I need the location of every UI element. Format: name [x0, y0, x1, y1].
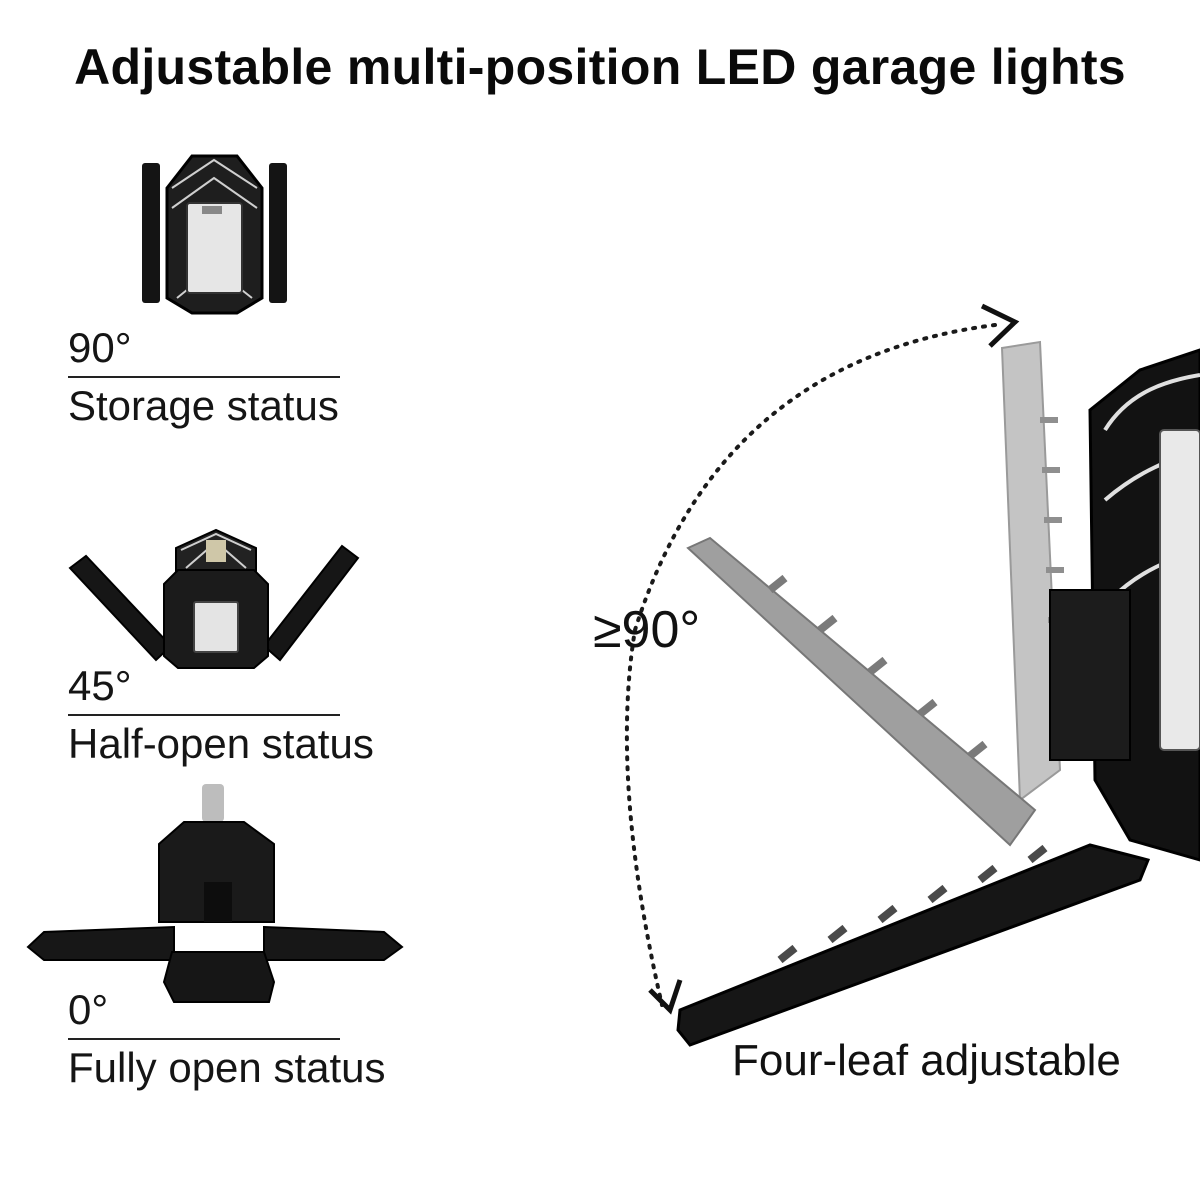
lamp-fully-open-illustration [24, 782, 406, 1008]
fully-open-divider [68, 1038, 340, 1040]
lamp-storage-illustration [132, 148, 297, 318]
fully-open-status-block: 0° Fully open status [68, 988, 386, 1092]
fully-open-status-label: Fully open status [68, 1044, 386, 1091]
half-open-divider [68, 714, 340, 716]
lamp-adjustable-illustration [570, 300, 1200, 1060]
adjustable-caption: Four-leaf adjustable [732, 1036, 1121, 1085]
half-open-angle-label: 45° [68, 662, 132, 709]
storage-divider [68, 376, 340, 378]
range-angle-label: ≥90° [593, 601, 701, 659]
half-open-status-label: Half-open status [68, 720, 374, 767]
fully-open-angle-label: 0° [68, 986, 109, 1033]
half-open-status-block: 45° Half-open status [68, 664, 374, 768]
page-title: Adjustable multi-position LED garage lig… [74, 39, 1126, 95]
storage-angle-label: 90° [68, 324, 132, 371]
storage-status-label: Storage status [68, 382, 339, 429]
storage-status-block: 90° Storage status [68, 326, 340, 430]
lamp-half-open-illustration [66, 528, 362, 674]
